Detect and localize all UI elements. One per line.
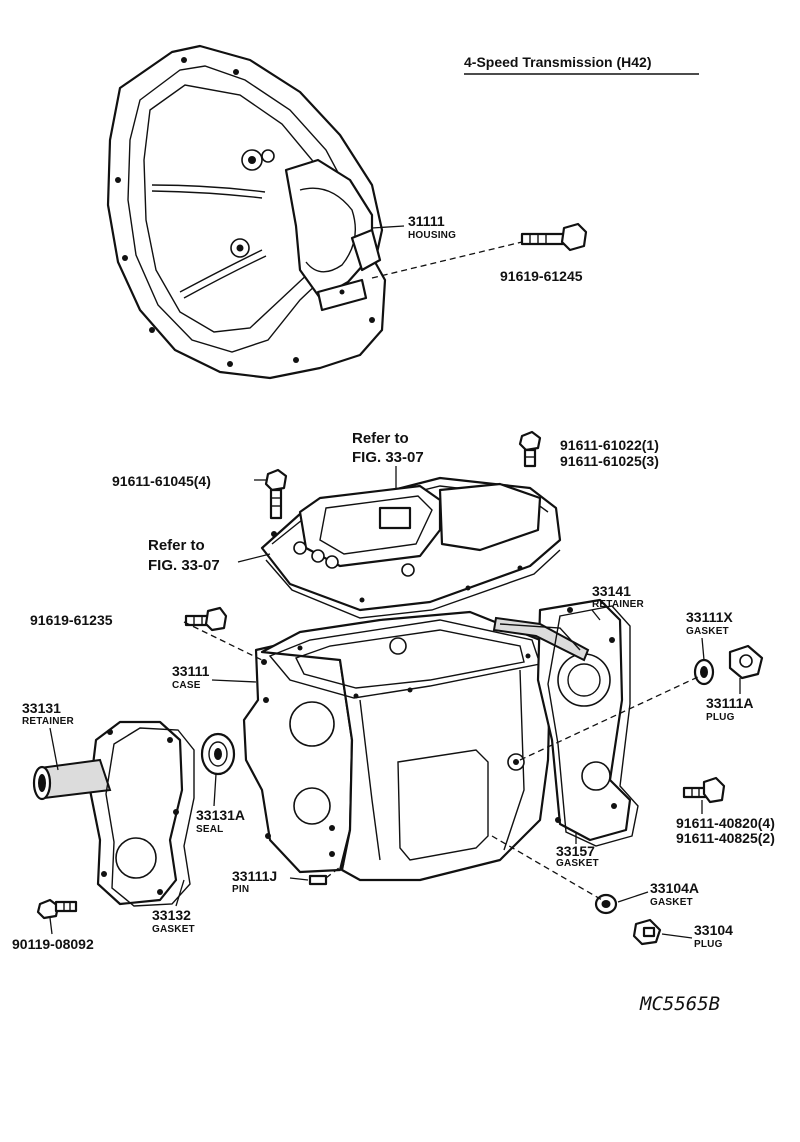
bolt-91611-6102x-drawing (518, 430, 542, 468)
part-name-plug-33111A: PLUG (706, 712, 735, 723)
housing-drawing (106, 44, 387, 380)
reference-2-line2: FIG. 33-07 (148, 557, 220, 574)
part-number-33111-case: 33111 (172, 663, 210, 679)
leader-33104 (661, 933, 693, 939)
part-number-31111-housing: 31111 (408, 213, 445, 229)
part-name-gasket-33157: GASKET (556, 858, 599, 869)
part-name-gasket-33104A: GASKET (650, 897, 693, 908)
pin-33111J-drawing (308, 874, 328, 886)
leader-drainplug-to-case (491, 835, 603, 901)
part-name-case: CASE (172, 680, 201, 691)
part-number-91619-61235: 91619-61235 (30, 612, 113, 628)
rear-gasket-drawing (547, 605, 639, 847)
leader-33131A (213, 773, 217, 807)
plug-33104-drawing (632, 918, 662, 946)
part-name-housing: HOUSING (408, 230, 456, 241)
case-drawing (242, 610, 552, 882)
part-number-33104: 33104 (694, 922, 733, 938)
bolt-91611-4082x-drawing (682, 776, 726, 804)
reference-1-line1: Refer to (352, 430, 409, 447)
leader-33131 (49, 727, 59, 771)
leader-33141 (591, 609, 601, 621)
part-number-33131A: 33131A (196, 807, 245, 823)
part-number-33111X: 33111X (686, 609, 733, 625)
bolt-91611-61045-drawing (264, 468, 288, 520)
part-number-33104A: 33104A (650, 880, 699, 896)
leader-case (211, 679, 257, 683)
leader-33132 (175, 879, 185, 907)
part-name-retainer-rear: RETAINER (592, 599, 645, 610)
front-retainer-drawing (32, 720, 184, 906)
part-number-33132: 33132 (152, 907, 191, 923)
part-name-plug-33104: PLUG (694, 939, 723, 950)
leader-pin-to-case (325, 863, 345, 879)
leader-33111X (701, 637, 705, 661)
part-name-gasket-33132: GASKET (152, 924, 195, 935)
part-number-91611-61045: 91611-61045(4) (112, 473, 211, 489)
gasket-33104A-drawing (594, 893, 618, 915)
leader-33104A (617, 891, 649, 903)
part-number-90119-08092: 90119-08092 (12, 936, 94, 952)
part-number-91611-61025: 91611-61025(3) (560, 453, 659, 469)
leader-plug-to-case (519, 675, 701, 761)
front-gasket-drawing (105, 727, 195, 907)
part-number-33111A: 33111A (706, 695, 754, 711)
plug-33111A-drawing (728, 644, 764, 680)
bolt-91619-61235-drawing (184, 606, 228, 632)
diagram-code: MC5565B (639, 993, 720, 1015)
reference-2-line1: Refer to (148, 537, 205, 554)
gasket-33111X-drawing (693, 658, 715, 686)
part-number-91619-61245: 91619-61245 (500, 268, 583, 284)
part-number-33131: 33131 (22, 700, 61, 716)
diagram-title: 4-Speed Transmission (H42) (464, 54, 652, 70)
leader-bolt-to-case (183, 621, 263, 661)
part-name-retainer-front: RETAINER (22, 716, 75, 727)
part-number-91611-61022: 91611-61022(1) (560, 437, 659, 453)
part-number-33157: 33157 (556, 843, 595, 859)
leader-bolt-to-housing (371, 241, 523, 279)
part-number-91611-40825: 91611-40825(2) (676, 830, 775, 846)
part-name-seal: SEAL (196, 824, 223, 835)
part-name-gasket-33111X: GASKET (686, 626, 729, 637)
leader-33111J (289, 877, 309, 881)
seal-33131A-drawing (200, 732, 236, 776)
leader-90119-08092 (49, 917, 53, 935)
bolt-91619-61245-drawing (520, 222, 588, 252)
bolt-90119-08092-drawing (36, 898, 78, 920)
part-name-pin: PIN (232, 884, 249, 895)
shift-cover-drawing (260, 476, 562, 619)
reference-1-line2: FIG. 33-07 (352, 449, 424, 466)
leader-reference-2 (237, 553, 271, 563)
part-number-33111J: 33111J (232, 868, 277, 884)
part-number-33141: 33141 (592, 583, 631, 599)
part-number-91611-40820: 91611-40820(4) (676, 815, 775, 831)
leader-housing (371, 225, 405, 229)
